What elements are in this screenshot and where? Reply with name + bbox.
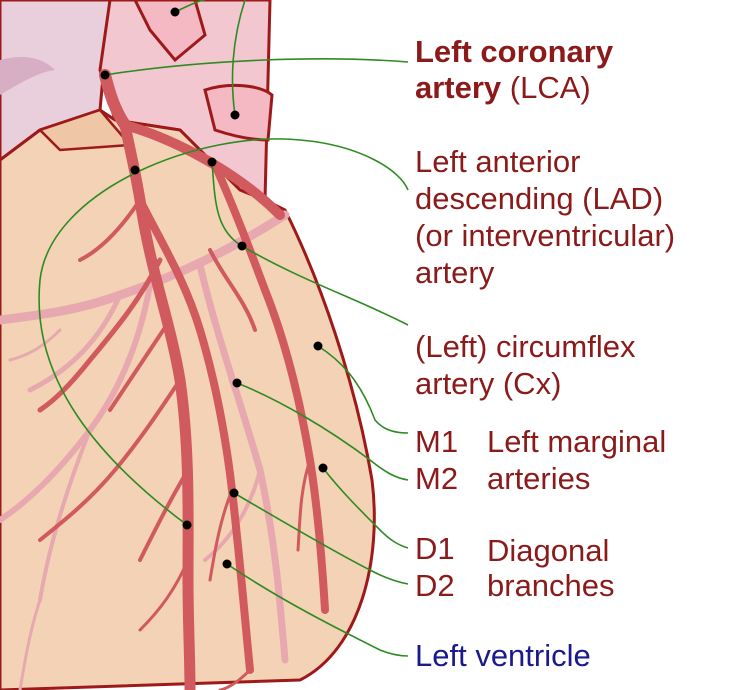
left-atrium-appendage (133, 0, 207, 63)
coronary-arteries (37, 69, 329, 690)
leader-lca (104, 58, 409, 76)
label-d1: D1 (415, 531, 455, 566)
label-marginal-line1: Left marginal (487, 424, 666, 459)
dot-veins-2 (230, 110, 240, 120)
leader-m2 (236, 382, 409, 481)
label-cx-line2: artery (Cx) (415, 366, 561, 401)
aortic-arch (0, 57, 55, 95)
label-lad-line4: artery (415, 255, 495, 290)
label-lca-abbr: (LCA) (501, 70, 591, 105)
label-left-ventricle: Left ventricle (415, 638, 591, 673)
dot-lca (100, 70, 110, 80)
leader-lines (38, 0, 409, 657)
leader-lad (38, 138, 409, 526)
leader-m1 (317, 345, 409, 434)
dot-cx (237, 241, 247, 251)
label-m2: M2 (415, 461, 458, 496)
dot-m1 (313, 341, 323, 351)
label-lca-line1: Left coronary (415, 34, 614, 69)
labels: veins Left coronary artery (LCA) Left an… (415, 0, 675, 673)
dot-m2 (318, 463, 328, 473)
label-lad-line2: descending (LAD) (415, 181, 663, 216)
label-lad-line1: Left anterior (415, 144, 580, 179)
label-veins-partial: veins (418, 0, 490, 5)
label-lca-bold: artery (415, 70, 502, 105)
label-d2: D2 (415, 568, 455, 603)
label-diagonal-line2: branches (487, 568, 615, 603)
dot-lv (222, 559, 232, 569)
dot-cx-origin (207, 157, 217, 167)
label-cx-line1: (Left) circumflex (415, 329, 636, 364)
leader-d1 (233, 492, 409, 585)
dot-d2 (229, 488, 239, 498)
dot-d1-branch (232, 378, 242, 388)
leader-lv (226, 563, 409, 657)
label-m1: M1 (415, 424, 458, 459)
leader-cx (211, 161, 409, 326)
leader-m2b (322, 467, 409, 549)
marker-dots (100, 7, 328, 569)
label-lca-line2: artery (LCA) (415, 70, 591, 105)
dot-lad (182, 520, 192, 530)
cardiac-veins (0, 210, 290, 690)
leader-veins-2 (231, 0, 246, 116)
dot-veins-1 (170, 7, 180, 17)
dot-lad-origin (130, 165, 140, 175)
label-marginal-line2: arteries (487, 461, 590, 496)
label-diagonal-line1: Diagonal (487, 533, 609, 568)
label-lad-line3: (or interventricular) (415, 218, 675, 253)
